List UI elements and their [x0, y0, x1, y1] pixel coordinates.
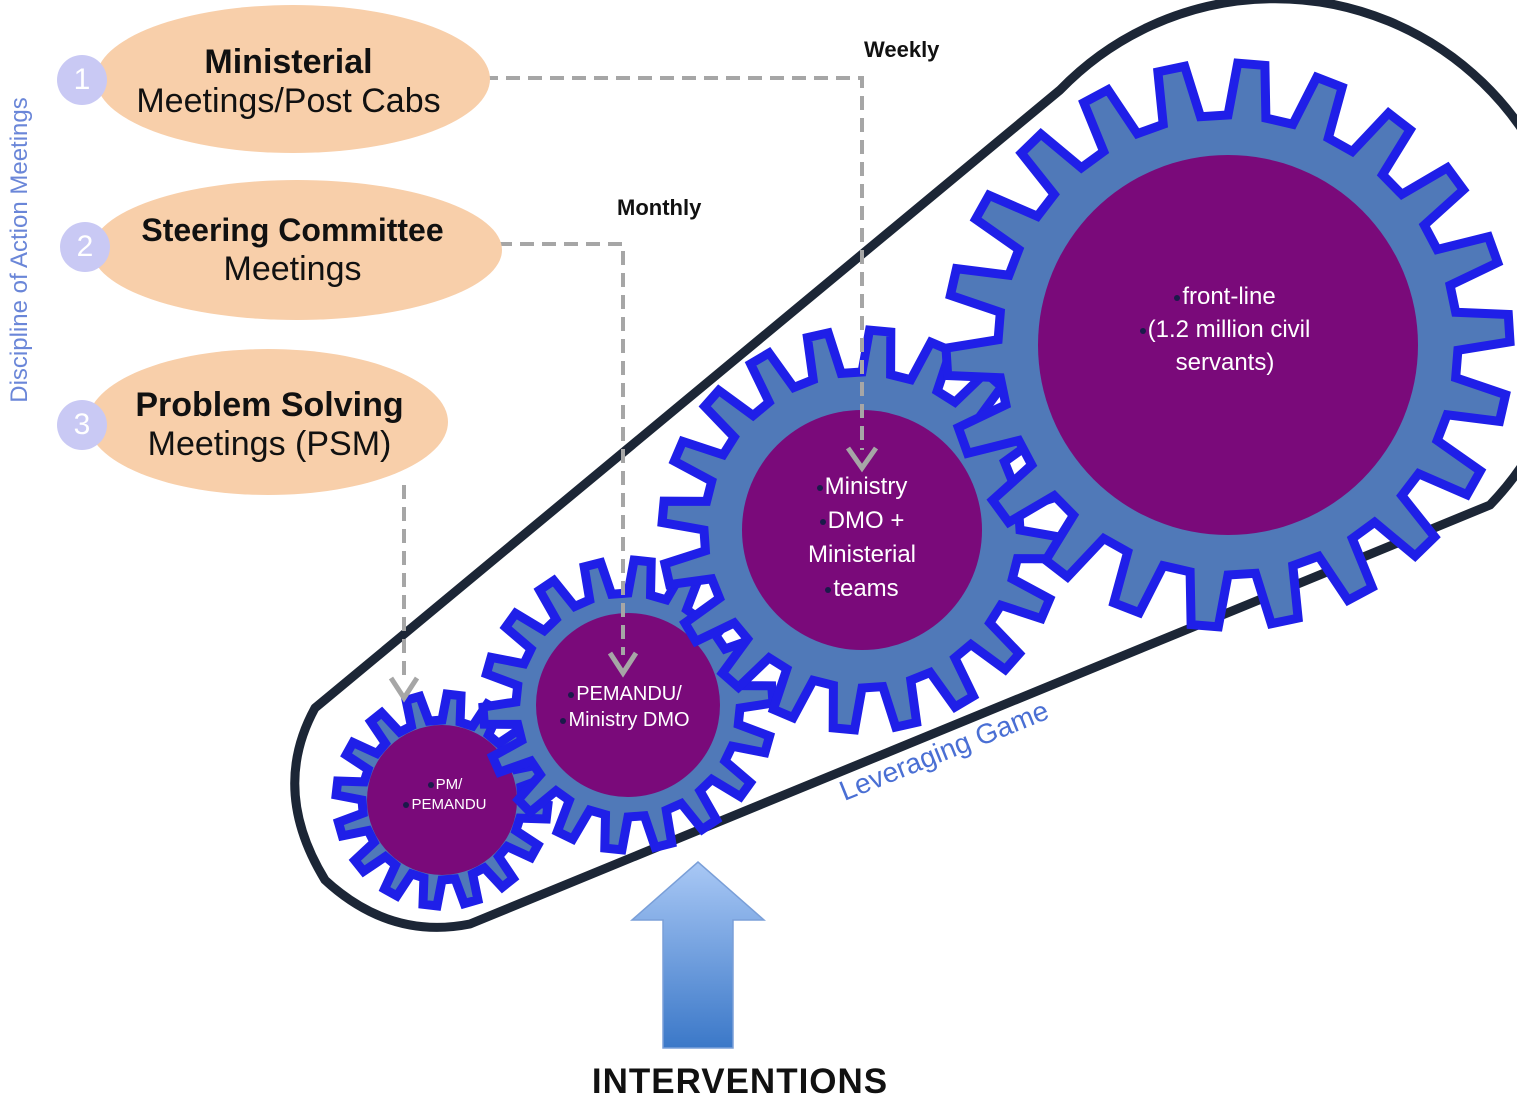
interventions-arrow — [630, 861, 766, 1049]
gear-pemandu-line1: PEMANDU/ — [576, 683, 682, 705]
psm-arrowhead — [388, 676, 420, 703]
conveyor-belt — [290, 0, 1517, 932]
meeting-subtitle: Meetings (PSM) — [147, 425, 392, 463]
meeting-title: Problem Solving — [135, 386, 404, 424]
gear-ministry-hub — [742, 410, 982, 650]
gear-pemandu-label: PEMANDU/ Ministry DMO — [535, 681, 715, 733]
meeting-ministerial: Ministerial Meetings/Post Cabs — [96, 32, 481, 132]
monthly-label: Monthly — [617, 195, 702, 220]
gear-ministry-line3: Ministerial — [807, 541, 917, 568]
meeting-title: Ministerial — [204, 43, 373, 81]
gear-frontline-line1: front-line — [1182, 283, 1276, 310]
weekly-connector — [484, 76, 864, 450]
gear-frontline-hub — [1038, 155, 1418, 535]
steering-bubble — [92, 180, 502, 320]
gear-ministry-line1: Ministry — [824, 473, 908, 500]
meeting-subtitle: Meetings/Post Cabs — [136, 82, 441, 120]
ministerial-bubble — [96, 5, 490, 153]
meeting-subtitle: Meetings — [223, 250, 362, 288]
gear-ministry-line2: DMO + — [827, 507, 905, 534]
gear-pemandu-hub — [536, 613, 720, 797]
gear-pm-line2: PEMANDU — [411, 796, 487, 813]
gear-ministry-line4: teams — [833, 575, 899, 602]
gear-pm-label: PM/ PEMANDU — [385, 775, 505, 815]
number-badge-1: 1 — [57, 55, 107, 105]
side-label: Discipline of Action Meetings — [6, 97, 33, 403]
interventions-label: INTERVENTIONS — [591, 1062, 889, 1101]
monthly-connector — [498, 242, 625, 655]
gear-frontline-line2: (1.2 million civil — [1147, 316, 1311, 343]
gear-frontline-label: front-line (1.2 million civil servants) — [1095, 280, 1355, 379]
gear-ministry-label: Ministry DMO + Ministerial teams — [772, 470, 952, 606]
meeting-steering-committee: Steering Committee Meetings — [100, 200, 485, 300]
meeting-problem-solving: Problem Solving Meetings (PSM) — [92, 375, 447, 475]
weekly-arrowhead — [845, 446, 879, 473]
number-badge-2: 2 — [60, 222, 110, 272]
psm-bubble — [88, 349, 448, 495]
meeting-title: Steering Committee — [141, 212, 444, 248]
gear-frontline-line3: servants) — [1175, 349, 1275, 376]
gear-pm-hub — [367, 725, 517, 875]
gear-pm-line1: PM/ — [435, 776, 463, 793]
weekly-label: Weekly — [864, 37, 940, 62]
number-badge-3: 3 — [57, 400, 107, 450]
monthly-arrowhead — [607, 651, 639, 678]
gear-pemandu-line2: Ministry DMO — [568, 709, 690, 731]
